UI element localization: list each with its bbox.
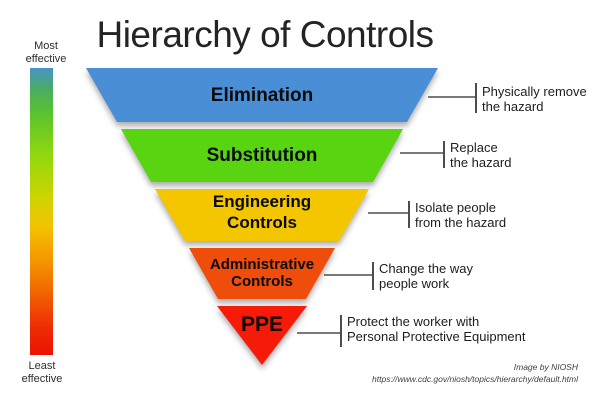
annotation-connectors bbox=[297, 83, 477, 347]
level-ppe-label: PPE bbox=[240, 313, 284, 336]
annotation-administrative: Change the way people work bbox=[379, 261, 473, 291]
level-ppe-shape bbox=[217, 306, 307, 365]
annotation-substitution: Replace the hazard bbox=[450, 140, 512, 170]
level-substitution-label: Substitution bbox=[206, 145, 318, 166]
annotation-ppe: Protect the worker with Personal Protect… bbox=[347, 314, 526, 344]
annotation-elimination: Physically remove the hazard bbox=[482, 84, 587, 114]
level-administrative-controls-shape bbox=[189, 248, 335, 299]
level-engineering-controls-label: Engineering Controls bbox=[212, 192, 312, 232]
level-elimination-label: Elimination bbox=[210, 85, 314, 106]
annotation-engineering: Isolate people from the hazard bbox=[415, 200, 507, 230]
level-administrative-controls-label: Administrative Controls bbox=[209, 256, 315, 290]
credit-url: https://www.cdc.gov/niosh/topics/hierarc… bbox=[372, 374, 578, 384]
level-substitution-shape bbox=[121, 129, 403, 182]
most-effective-label: Most effective bbox=[25, 40, 67, 65]
page-title: Hierarchy of Controls bbox=[96, 14, 434, 55]
effectiveness-gradient-bar bbox=[30, 68, 53, 355]
least-effective-label: Least effective bbox=[21, 360, 63, 385]
credit-line: Image by NIOSH bbox=[513, 362, 578, 372]
level-elimination-shape bbox=[86, 68, 438, 122]
level-engineering-controls-shape bbox=[155, 189, 369, 241]
